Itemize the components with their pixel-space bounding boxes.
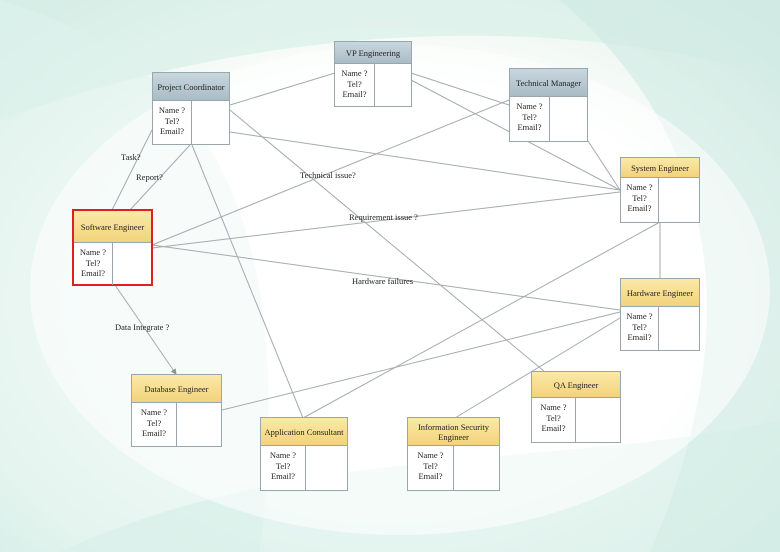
node-technical-manager[interactable]: Technical Manager Name ?Tel?Email? — [509, 68, 588, 142]
link-sw-db — [109, 279, 177, 375]
node-hardware-engineer[interactable]: Hardware Engineer Name ?Tel?Email? — [620, 278, 700, 351]
node-title: VP Engineering — [335, 42, 411, 64]
node-title: Information Security Engineer — [408, 418, 499, 446]
edge-label-hardware-failures: Hardware failures — [352, 276, 414, 286]
link-pc-se — [229, 131, 621, 191]
link-se-ac — [302, 221, 661, 419]
node-title: Project Coordinator — [153, 73, 229, 101]
link-vp-tm — [410, 72, 510, 106]
edge-label-requirement-issue: Requirement issue ? — [349, 212, 418, 222]
node-title: System Engineer — [621, 158, 699, 178]
contact-fields: Name ?Tel?Email? — [335, 64, 375, 107]
link-hw-db — [221, 311, 621, 411]
node-qa-engineer[interactable]: QA Engineer Name ?Tel?Email? — [531, 371, 621, 443]
node-application-consultant[interactable]: Application Consultant Name ?Tel?Email? — [260, 417, 348, 491]
edge-label-technical-issue: Technical issue? — [300, 170, 356, 180]
node-title: Hardware Engineer — [621, 279, 699, 307]
node-information-security-engineer[interactable]: Information Security Engineer Name ?Tel?… — [407, 417, 500, 491]
contact-fields: Name ?Tel?Email? — [532, 398, 576, 443]
edge-label-task: Task? — [121, 152, 141, 162]
link-pc-sw-task — [111, 129, 153, 211]
contact-fields: Name ?Tel?Email? — [621, 307, 659, 351]
link-sw-hw — [151, 244, 621, 311]
link-tm-sw — [151, 99, 510, 246]
edge-label-data-integrate: Data Integrate ? — [115, 322, 170, 332]
contact-fields: Name ?Tel?Email? — [261, 446, 306, 491]
link-pc-vp — [229, 72, 336, 106]
node-system-engineer[interactable]: System Engineer Name ?Tel?Email? — [620, 157, 700, 223]
node-title: Software Engineer — [74, 211, 151, 243]
contact-fields: Name ?Tel?Email? — [132, 403, 177, 447]
edge-label-report: Report? — [136, 172, 163, 182]
contact-fields: Name ?Tel?Email? — [153, 101, 192, 145]
link-pc-qa — [229, 109, 546, 373]
contact-fields: Name ?Tel?Email? — [621, 178, 659, 223]
link-hw-is — [454, 317, 621, 419]
link-pc-ac — [191, 144, 304, 419]
node-title: Application Consultant — [261, 418, 347, 446]
contact-fields: Name ?Tel?Email? — [74, 243, 113, 285]
node-title: Technical Manager — [510, 69, 587, 97]
contact-fields: Name ?Tel?Email? — [510, 97, 550, 142]
node-software-engineer[interactable]: Software Engineer Name ?Tel?Email? — [72, 209, 153, 286]
node-database-engineer[interactable]: Database Engineer Name ?Tel?Email? — [131, 374, 222, 447]
link-pc-sw-report — [129, 144, 191, 211]
contact-fields: Name ?Tel?Email? — [408, 446, 454, 491]
node-title: QA Engineer — [532, 372, 620, 398]
node-vp-engineering[interactable]: VP Engineering Name ?Tel?Email? — [334, 41, 412, 107]
node-project-coordinator[interactable]: Project Coordinator Name ?Tel?Email? — [152, 72, 230, 145]
node-title: Database Engineer — [132, 375, 221, 403]
